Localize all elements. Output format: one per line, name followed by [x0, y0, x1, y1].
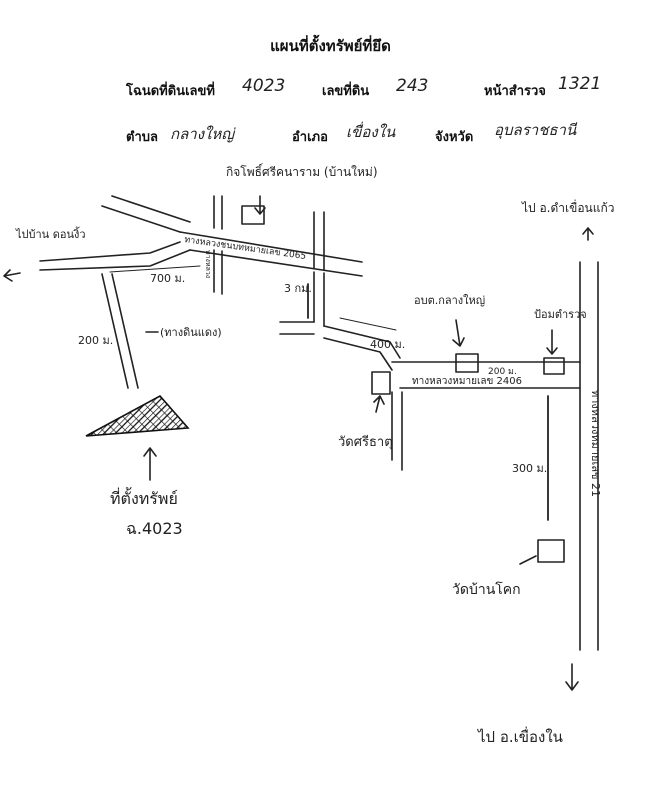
dist-700-label: 700 ม. [150, 272, 185, 285]
building-temple-2 [537, 539, 565, 563]
arrow-down-icon [565, 663, 579, 691]
road-small-vertical-label: ทางหลวง [204, 250, 212, 278]
dist-3km-label: 3 กม. [284, 282, 312, 295]
road-link-bottom [323, 337, 393, 371]
label-to-left: ไปบ้าน ดอนงิ้ว [15, 226, 86, 241]
label-sao: อบต.กลางใหญ่ [414, 294, 485, 307]
arrow-left-icon [3, 269, 21, 282]
dirt-road-right [111, 273, 139, 389]
arrow-sao-icon [452, 319, 465, 347]
deed-label: โฉนดที่ดินเลขที่ [126, 84, 215, 99]
deed-value: 4023 [242, 76, 286, 96]
land-no-value: 243 [396, 76, 429, 96]
dist-200-label: 200 ม. [78, 334, 113, 347]
road-left-upper [39, 241, 181, 262]
district-label: อำเภอ [292, 130, 328, 145]
label-to-top-right: ไป อ.ดำเขื่อนแก้ว [521, 199, 614, 215]
arrow-ban-mai-icon [254, 195, 266, 215]
building-ban-mai [241, 205, 265, 225]
road-link-top [323, 325, 401, 359]
road-2065-top-edge [179, 231, 363, 263]
survey-label: หน้าสำรวจ [484, 84, 546, 99]
road-2406-label: ทางหลวงหมายเลข 2406 [412, 376, 522, 387]
arrow-police-icon [546, 329, 558, 355]
road-right-label: ทางหลวงหมายเลข 21 [589, 390, 602, 497]
road-2065-bottom-edge [189, 249, 363, 277]
dirt-road-label: (ทางดินแดง) [160, 326, 222, 339]
subdistrict-label: ตำบล [126, 130, 158, 145]
arrow-up-icon [582, 227, 594, 241]
road-branch-upper-b [111, 195, 191, 223]
road-branch-upper [101, 205, 181, 233]
dist-700-line [109, 265, 201, 273]
dirt-road-left [101, 273, 129, 389]
dist-400-line [339, 317, 397, 331]
label-temple-2: วัดบ้านโคก [452, 581, 521, 598]
province-label: จังหวัด [435, 130, 474, 145]
road-left-lower [39, 249, 191, 271]
label-police: ป้อมตำรวจ [534, 308, 587, 321]
arrow-temple-2-icon [519, 555, 537, 565]
building-police [543, 357, 565, 375]
property-parcel-crosshatch [86, 396, 188, 436]
property-deed: ฉ.4023 [126, 519, 183, 538]
property-label: ที่ตั้งทรัพย์ [110, 487, 178, 508]
province-value: อุบลราชธานี [494, 121, 577, 139]
dist-200b-label: 200 ม. [488, 367, 517, 377]
building-sao [455, 353, 479, 373]
arrow-temple-icon [373, 395, 385, 413]
page-title: แผนที่ตั้งทรัพย์ที่ยึด [270, 37, 391, 55]
land-no-label: เลขที่ดิน [322, 84, 370, 99]
label-top-place: กิจโพธิ์ศรีคนาราม (บ้านใหม่) [226, 163, 378, 179]
dist-300-label: 300 ม. [512, 462, 547, 475]
building-temple [371, 371, 391, 395]
survey-value: 1321 [558, 74, 602, 94]
dist-400-label: 400 ม. [370, 338, 405, 351]
district-value: เขื่องใน [346, 123, 396, 141]
label-temple: วัดศรีธาตุ [338, 434, 393, 450]
arrow-property-icon [143, 447, 157, 481]
subdistrict-value: กลางใหญ่ [170, 125, 235, 143]
label-to-bottom: ไป อ.เขื่องใน [477, 726, 563, 746]
